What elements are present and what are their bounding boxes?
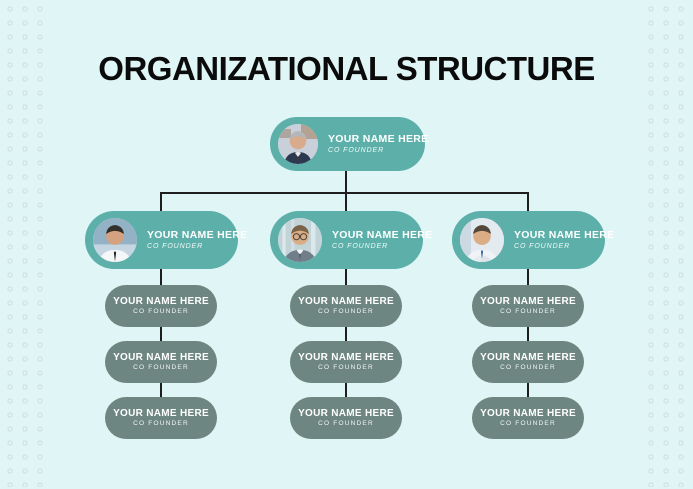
org-node-manager-2: YOUR NAME HERE CO FOUNDER <box>270 211 433 269</box>
member-role: CO FOUNDER <box>133 420 189 428</box>
org-node-report-3-1: YOUR NAME HERE CO FOUNDER <box>472 285 584 327</box>
portrait-photo-root <box>278 124 318 164</box>
member-role: CO FOUNDER <box>328 147 385 155</box>
connector-drop-right <box>527 192 529 213</box>
org-node-report-1-2: YOUR NAME HERE CO FOUNDER <box>105 341 217 383</box>
member-name: YOUR NAME HERE <box>113 407 209 419</box>
member-role: CO FOUNDER <box>318 364 374 372</box>
member-name: YOUR NAME HERE <box>147 228 248 241</box>
member-role: CO FOUNDER <box>318 308 374 316</box>
member-role: CO FOUNDER <box>500 308 556 316</box>
member-name: YOUR NAME HERE <box>332 228 433 241</box>
member-role: CO FOUNDER <box>133 364 189 372</box>
org-node-report-1-3: YOUR NAME HERE CO FOUNDER <box>105 397 217 439</box>
org-node-report-2-2: YOUR NAME HERE CO FOUNDER <box>290 341 402 383</box>
org-node-manager-1: YOUR NAME HERE CO FOUNDER <box>85 211 248 269</box>
member-role: CO FOUNDER <box>500 364 556 372</box>
org-node-report-3-2: YOUR NAME HERE CO FOUNDER <box>472 341 584 383</box>
org-node-report-1-1: YOUR NAME HERE CO FOUNDER <box>105 285 217 327</box>
connector-horizontal <box>160 192 528 194</box>
connector-spine-middle <box>345 266 347 399</box>
connector-drop-middle <box>345 192 347 213</box>
org-node-root: YOUR NAME HERE CO FOUNDER <box>270 117 429 171</box>
dot-grid-right <box>644 2 690 487</box>
member-name: YOUR NAME HERE <box>298 295 394 307</box>
member-role: CO FOUNDER <box>514 243 571 251</box>
portrait-photo-manager-3 <box>460 218 504 262</box>
connector-spine-left <box>160 266 162 399</box>
dot-grid-left <box>3 2 49 487</box>
connector-root-drop <box>345 170 347 194</box>
member-name: YOUR NAME HERE <box>113 295 209 307</box>
member-name: YOUR NAME HERE <box>480 407 576 419</box>
org-node-report-2-1: YOUR NAME HERE CO FOUNDER <box>290 285 402 327</box>
member-role: CO FOUNDER <box>332 243 389 251</box>
member-name: YOUR NAME HERE <box>298 351 394 363</box>
org-node-report-2-3: YOUR NAME HERE CO FOUNDER <box>290 397 402 439</box>
connector-spine-right <box>527 266 529 399</box>
page-title: ORGANIZATIONAL STRUCTURE <box>98 50 595 87</box>
portrait-photo-manager-1 <box>93 218 137 262</box>
org-node-manager-3: YOUR NAME HERE CO FOUNDER <box>452 211 615 269</box>
connector-drop-left <box>160 192 162 213</box>
member-name: YOUR NAME HERE <box>328 132 429 145</box>
member-role: CO FOUNDER <box>318 420 374 428</box>
org-node-report-3-3: YOUR NAME HERE CO FOUNDER <box>472 397 584 439</box>
member-name: YOUR NAME HERE <box>480 295 576 307</box>
member-name: YOUR NAME HERE <box>298 407 394 419</box>
member-name: YOUR NAME HERE <box>113 351 209 363</box>
member-name: YOUR NAME HERE <box>514 228 615 241</box>
member-role: CO FOUNDER <box>147 243 204 251</box>
member-role: CO FOUNDER <box>133 308 189 316</box>
member-name: YOUR NAME HERE <box>480 351 576 363</box>
member-role: CO FOUNDER <box>500 420 556 428</box>
portrait-photo-manager-2 <box>278 218 322 262</box>
